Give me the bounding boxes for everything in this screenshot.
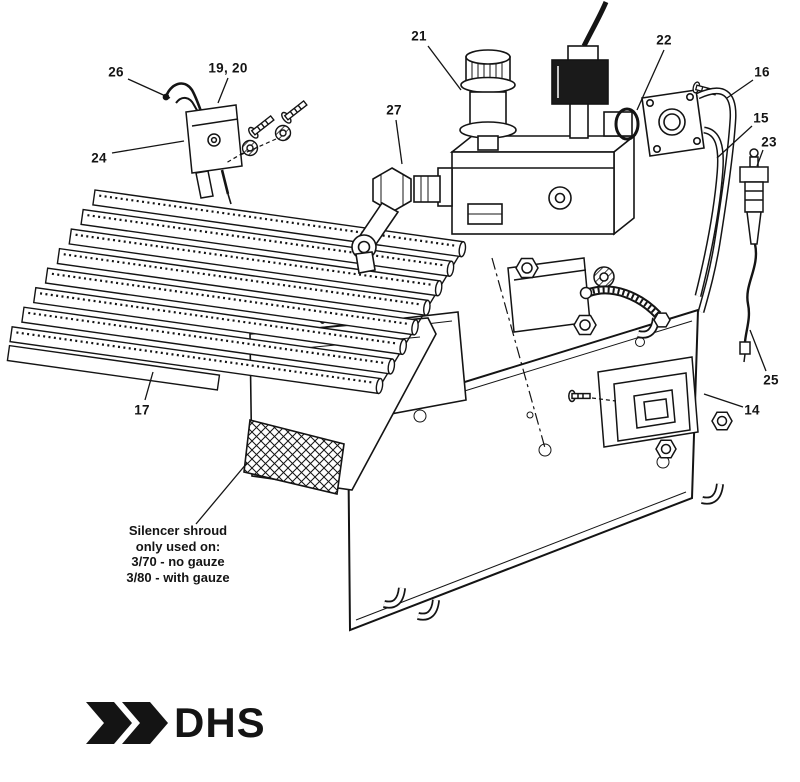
screw-icon: [248, 114, 275, 139]
callout-leaders: [111, 45, 767, 525]
callout-16: 16: [754, 64, 770, 80]
dhs-logo: DHS: [84, 698, 266, 748]
o-ring-icon: [614, 107, 640, 141]
gas-valve: [437, 1, 637, 236]
callout-25: 25: [763, 372, 779, 388]
alignment-dash-line: [491, 257, 546, 449]
venturi-pipe: [351, 167, 441, 274]
note-line-3: 3/70 - no gauze: [131, 554, 225, 569]
callout-27: 27: [386, 102, 402, 118]
note-line-1: Silencer shroud: [128, 523, 228, 538]
callout-22: 22: [656, 32, 672, 48]
hex-nut-icon: [653, 312, 671, 328]
electrode-screws: [225, 99, 308, 164]
pilot-electrode-assembly: [162, 82, 243, 205]
callout-26: 26: [108, 64, 124, 80]
dhs-logo-mark-icon: [86, 702, 168, 744]
braided-hose: [579, 285, 671, 328]
silencer-note: Silencer shroud only used on: 3/70 - no …: [88, 523, 268, 585]
electrode-lead-wire: [743, 243, 758, 343]
gas-inlet-flange: [614, 81, 718, 157]
screw-icon: [281, 99, 308, 124]
note-line-4: 3/80 - with gauze: [126, 569, 230, 585]
callout-23: 23: [761, 134, 777, 150]
sight-glass-assembly: [568, 356, 733, 459]
pilot-bracket: [507, 257, 615, 336]
callout-17: 17: [134, 402, 150, 418]
callout-21: 21: [411, 28, 427, 44]
note-line-2: only used on:: [135, 538, 221, 554]
burner-bars: [6, 189, 467, 395]
hex-nut-icon: [372, 167, 412, 213]
callout-24: 24: [91, 150, 107, 166]
callout-15: 15: [753, 110, 769, 126]
callout-19-20: 19, 20: [208, 60, 248, 76]
pilot-pipes: [694, 87, 737, 313]
callout-14: 14: [744, 402, 760, 418]
dhs-logo-text: DHS: [174, 699, 266, 746]
burner-front-rail: [6, 344, 221, 391]
solenoid-coil: [551, 59, 609, 105]
power-cable: [581, 1, 609, 48]
spark-electrode: [739, 148, 769, 363]
screw-icon: [568, 389, 591, 403]
